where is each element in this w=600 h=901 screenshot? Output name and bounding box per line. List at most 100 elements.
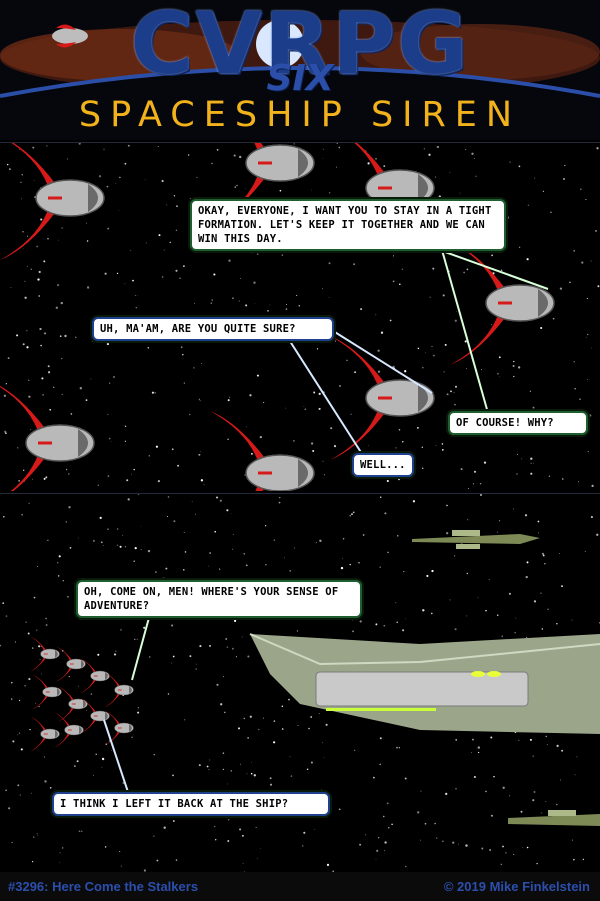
star bbox=[354, 749, 356, 751]
star bbox=[25, 621, 27, 623]
star bbox=[581, 261, 584, 264]
star bbox=[585, 199, 587, 201]
star bbox=[477, 746, 480, 749]
star bbox=[239, 828, 242, 831]
star bbox=[59, 862, 60, 863]
star bbox=[60, 301, 63, 305]
star bbox=[10, 287, 12, 288]
star bbox=[203, 484, 205, 486]
star bbox=[219, 568, 221, 570]
star bbox=[576, 756, 578, 758]
star bbox=[389, 319, 392, 322]
star bbox=[396, 621, 399, 624]
star bbox=[234, 186, 236, 188]
star bbox=[464, 340, 467, 343]
star bbox=[269, 777, 272, 780]
star bbox=[499, 376, 500, 378]
star bbox=[397, 535, 399, 537]
star bbox=[278, 501, 281, 504]
star bbox=[569, 281, 571, 284]
star bbox=[383, 815, 385, 818]
star bbox=[163, 826, 166, 829]
star bbox=[454, 385, 458, 388]
star bbox=[90, 693, 93, 695]
star bbox=[228, 819, 230, 821]
star bbox=[564, 164, 566, 167]
star bbox=[563, 178, 565, 180]
star bbox=[380, 331, 384, 334]
header-backdrop bbox=[0, 20, 600, 140]
speech-bubble: OF COURSE! WHY? bbox=[448, 411, 588, 435]
star bbox=[383, 624, 386, 627]
star bbox=[137, 707, 139, 709]
star bbox=[189, 413, 191, 416]
star bbox=[91, 341, 93, 342]
star bbox=[466, 572, 469, 575]
star bbox=[336, 143, 338, 144]
star bbox=[97, 484, 100, 487]
star bbox=[195, 663, 197, 665]
star bbox=[156, 859, 159, 862]
star bbox=[214, 826, 216, 828]
star bbox=[490, 814, 493, 817]
star bbox=[491, 254, 493, 257]
star bbox=[376, 849, 379, 852]
speech-tail bbox=[131, 613, 151, 681]
star bbox=[392, 280, 395, 283]
star bbox=[155, 571, 157, 573]
star bbox=[289, 756, 291, 758]
star bbox=[47, 539, 49, 541]
star bbox=[42, 394, 44, 396]
star bbox=[250, 452, 253, 455]
star bbox=[316, 348, 319, 350]
star bbox=[124, 162, 127, 165]
star bbox=[319, 539, 322, 542]
star bbox=[172, 820, 175, 822]
star bbox=[515, 617, 517, 619]
star bbox=[16, 334, 19, 337]
star bbox=[260, 848, 261, 849]
header-ship bbox=[52, 24, 88, 48]
star bbox=[253, 281, 256, 284]
star bbox=[302, 845, 304, 847]
star bbox=[485, 609, 487, 612]
star bbox=[45, 617, 47, 620]
star bbox=[512, 364, 515, 368]
star bbox=[293, 143, 295, 145]
star bbox=[582, 858, 585, 861]
star bbox=[477, 597, 479, 599]
star bbox=[245, 564, 248, 567]
star bbox=[590, 260, 592, 262]
star bbox=[137, 711, 140, 714]
star bbox=[19, 699, 21, 702]
star bbox=[32, 146, 35, 149]
star bbox=[402, 629, 405, 632]
star bbox=[116, 528, 119, 530]
star bbox=[323, 757, 325, 758]
star bbox=[377, 349, 380, 352]
star bbox=[173, 195, 176, 197]
star bbox=[21, 198, 23, 200]
star bbox=[444, 343, 447, 346]
star bbox=[322, 148, 324, 150]
red-fighter bbox=[80, 698, 110, 734]
star bbox=[378, 837, 380, 839]
star bbox=[532, 406, 535, 409]
star bbox=[398, 478, 400, 481]
star bbox=[18, 480, 20, 482]
star bbox=[119, 545, 122, 548]
star bbox=[153, 835, 155, 837]
star bbox=[286, 304, 288, 306]
star bbox=[134, 638, 136, 641]
star bbox=[216, 149, 219, 151]
star bbox=[306, 768, 309, 770]
star bbox=[34, 180, 35, 181]
star bbox=[62, 580, 64, 582]
star bbox=[391, 823, 393, 826]
star bbox=[14, 641, 17, 643]
star bbox=[257, 857, 258, 859]
star bbox=[460, 468, 463, 471]
star bbox=[398, 747, 400, 749]
star bbox=[163, 249, 165, 251]
star bbox=[379, 737, 382, 740]
